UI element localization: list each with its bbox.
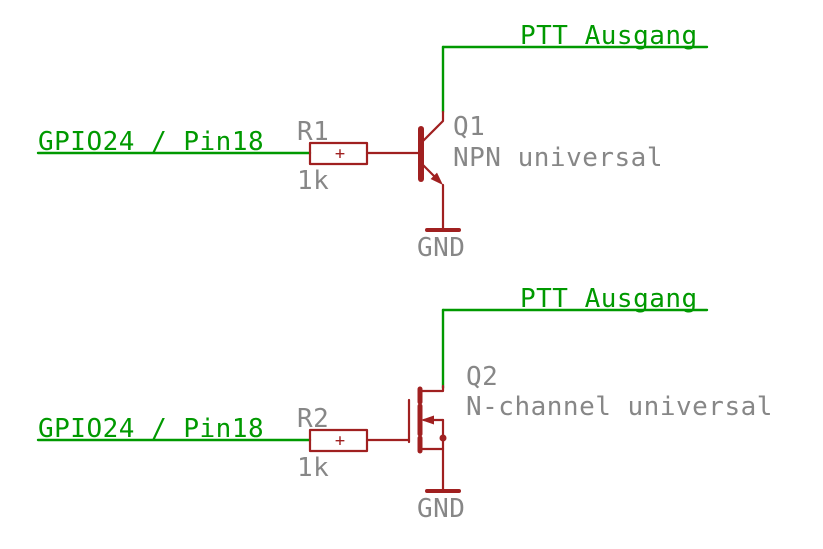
resistor-value-label-r1: 1k (297, 166, 329, 196)
junction-dot (439, 434, 447, 442)
npn-emitter (419, 161, 438, 180)
gnd-label-2: GND (417, 494, 465, 524)
transistor-type-label-q1: NPN universal (453, 143, 663, 173)
resistor-origin-cross-r1: + (335, 144, 345, 164)
resistor-ref-label-r1: R1 (297, 117, 329, 147)
resistor-value-label-r2: 1k (297, 453, 329, 483)
transistor-ref-label-q1: Q1 (453, 112, 485, 142)
net-label-ptt-output-1: PTT Ausgang (520, 21, 698, 51)
circuit-mosfet: PTT Ausgang GPIO24 / Pin18 + R2 1k Q2 N-… (36, 284, 773, 524)
net-label-ptt-output-2: PTT Ausgang (520, 284, 698, 314)
resistor-ref-label-r2: R2 (297, 404, 329, 434)
transistor-type-label-q2: N-channel universal (466, 392, 773, 422)
net-label-gpio-input-1: GPIO24 / Pin18 (38, 127, 264, 157)
npn-collector (419, 110, 445, 145)
circuit-npn: PTT Ausgang GPIO24 / Pin18 + R1 1k Q1 NP… (36, 21, 709, 263)
gnd-label-1: GND (417, 233, 465, 263)
net-label-gpio-input-2: GPIO24 / Pin18 (38, 414, 264, 444)
npn-emitter-arrow-icon (430, 172, 443, 185)
mosfet-drain-lead (418, 384, 445, 393)
resistor-origin-cross-r2: + (335, 431, 345, 451)
mosfet-bulk-arrow-icon (421, 415, 434, 425)
transistor-ref-label-q2: Q2 (466, 362, 498, 392)
